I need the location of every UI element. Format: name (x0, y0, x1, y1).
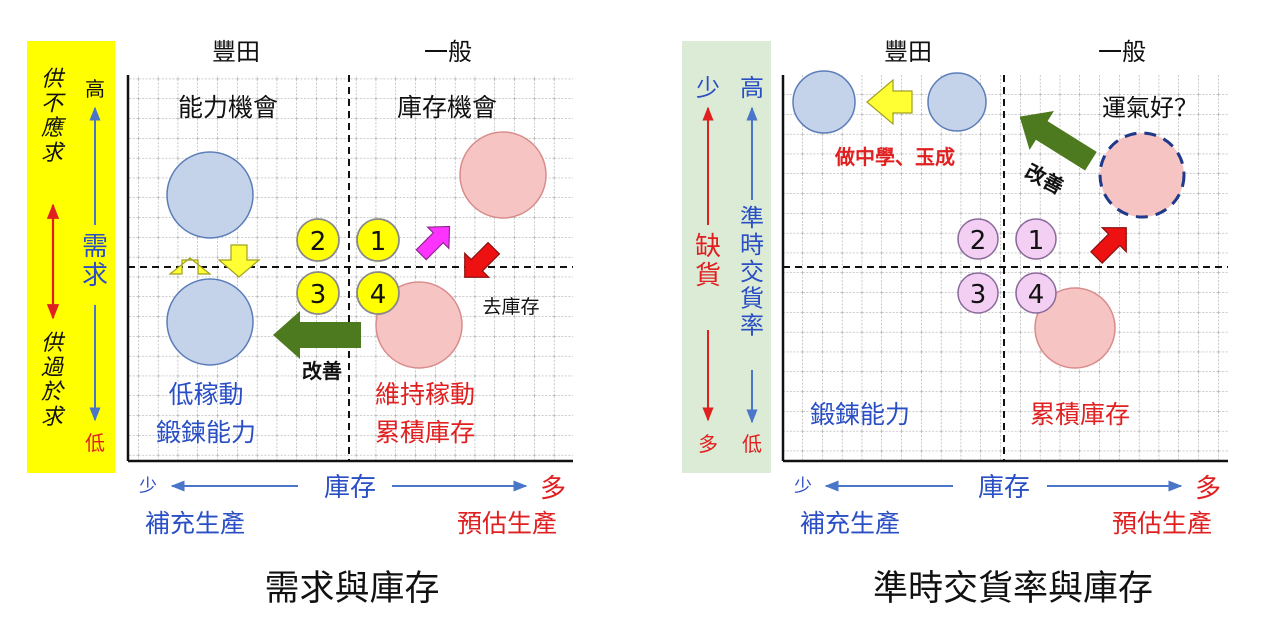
left-axis-low: 低 (85, 431, 105, 455)
left-remove-stock-label: 去庫存 (482, 296, 539, 318)
left-q-keep-utilization: 維持稼動 (375, 380, 475, 409)
left-band-bottom: 供過於求 (41, 331, 66, 430)
right-x-more: 多 (1195, 474, 1221, 504)
right-q-accumulate-stock: 累積庫存 (1030, 400, 1130, 429)
right-title: 準時交貨率與庫存 (873, 569, 1153, 609)
right-badge-3: 3 (957, 272, 999, 314)
svg-text:2: 2 (970, 226, 987, 256)
left-pink-circle-top (459, 131, 547, 219)
left-magenta-arrow (415, 225, 451, 261)
svg-text:1: 1 (1028, 226, 1045, 256)
left-x-left-caption: 補充生產 (145, 509, 245, 538)
left-q-low-utilization: 低稼動 (168, 380, 243, 409)
left-blue-circle-bottom (166, 278, 254, 366)
right-band-less: 少 (696, 74, 720, 102)
svg-text:4: 4 (370, 280, 387, 310)
left-badge-2: 2 (296, 218, 340, 262)
left-yellow-down-arrow (217, 244, 261, 278)
right-band-more: 多 (698, 432, 718, 456)
left-x-right-caption: 預估生產 (457, 509, 557, 538)
right-badge-1: 1 (1015, 218, 1057, 260)
left-q-capability: 能力機會 (178, 93, 278, 122)
left-q-accumulate-stock: 累積庫存 (375, 418, 475, 447)
left-title: 需求與庫存 (264, 569, 439, 609)
left-yellow-up-arrow (168, 257, 212, 275)
right-pink-circle-bottom (1034, 287, 1116, 369)
left-x-less: 少 (139, 476, 157, 497)
right-pink-dashed-circle (1098, 131, 1186, 219)
right-x-right-caption: 預估生產 (1112, 509, 1212, 538)
svg-text:4: 4 (1028, 280, 1045, 310)
left-band-top: 供不應求 (41, 67, 67, 166)
right-blue-circle-left (792, 70, 856, 134)
right-learn-label: 做中學、玉成 (834, 145, 955, 169)
left-axis-name: 需求 (82, 232, 108, 291)
right-green-improve-arrow (1019, 110, 1097, 171)
left-q-inventory: 庫存機會 (397, 93, 497, 122)
left-improve-label: 改善 (302, 359, 342, 383)
right-x-left-caption: 補充生產 (800, 509, 900, 538)
left-diagram: 供不應求 供過於求 高 需求 低 豐田 一般 能力機會 庫存機會 2 (27, 38, 573, 609)
svg-text:1: 1 (370, 227, 387, 257)
left-badge-1: 1 (356, 218, 400, 262)
right-x-less: 少 (794, 476, 812, 497)
right-blue-circle-right (927, 72, 987, 132)
svg-text:3: 3 (310, 280, 327, 310)
right-axis-high: 高 (740, 74, 764, 102)
right-q-train-capability: 鍛鍊能力 (810, 400, 910, 429)
left-red-arrow (464, 241, 501, 278)
right-band-name: 缺貨 (695, 232, 721, 291)
svg-text:3: 3 (970, 280, 987, 310)
svg-text:2: 2 (310, 227, 327, 257)
right-axis-low: 低 (742, 432, 762, 456)
right-yellow-left-arrow (866, 78, 913, 126)
left-toyota-label: 豐田 (212, 38, 260, 66)
right-axis-name: 準時交貨率 (740, 204, 764, 340)
left-general-label: 一般 (424, 38, 472, 66)
right-red-arrow (1090, 227, 1127, 264)
right-badge-4: 4 (1015, 272, 1057, 314)
right-x-name: 庫存 (978, 473, 1030, 503)
left-badge-3: 3 (296, 271, 340, 315)
left-x-more: 多 (540, 474, 566, 504)
left-x-name: 庫存 (324, 473, 376, 503)
left-blue-circle-top (166, 151, 254, 239)
right-badge-2: 2 (957, 218, 999, 260)
right-q-lucky: 運氣好？ (1102, 94, 1198, 122)
left-axis-high: 高 (85, 77, 105, 101)
left-q-train-capability: 鍛鍊能力 (156, 418, 256, 447)
right-toyota-label: 豐田 (884, 38, 932, 66)
left-green-improve-arrow (273, 311, 361, 359)
left-pink-circle-bottom (375, 281, 463, 369)
right-diagram: 少 缺貨 多 高 準時交貨率 低 豐田 一般 做中學、玉成 運氣好？ 改善 (682, 38, 1228, 609)
left-badge-4: 4 (356, 271, 400, 315)
right-general-label: 一般 (1098, 38, 1146, 66)
